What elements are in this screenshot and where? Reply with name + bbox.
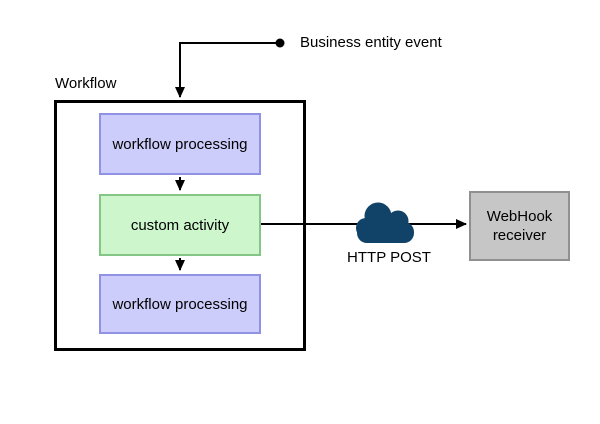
workflow-container (54, 100, 306, 351)
node-custom-activity-label: custom activity (130, 216, 230, 234)
node-workflow-processing-top-label: workflow processing (112, 135, 248, 153)
node-webhook-receiver: WebHook receiver (469, 191, 570, 261)
event-connector-line (175, 42, 280, 98)
event-connector-dot (275, 38, 285, 48)
webhook-receiver-label-line2: receiver (492, 227, 547, 244)
node-custom-activity: custom activity (99, 194, 261, 256)
node-workflow-processing-top: workflow processing (99, 113, 261, 175)
workflow-label: Workflow (55, 75, 117, 92)
webhook-receiver-label-line1: WebHook (486, 208, 553, 225)
cloud-icon (356, 202, 414, 243)
http-post-label: HTTP POST (347, 249, 431, 266)
node-workflow-processing-bottom: workflow processing (99, 274, 261, 334)
event-label: Business entity event (300, 34, 442, 51)
node-workflow-processing-bottom-label: workflow processing (112, 295, 248, 313)
